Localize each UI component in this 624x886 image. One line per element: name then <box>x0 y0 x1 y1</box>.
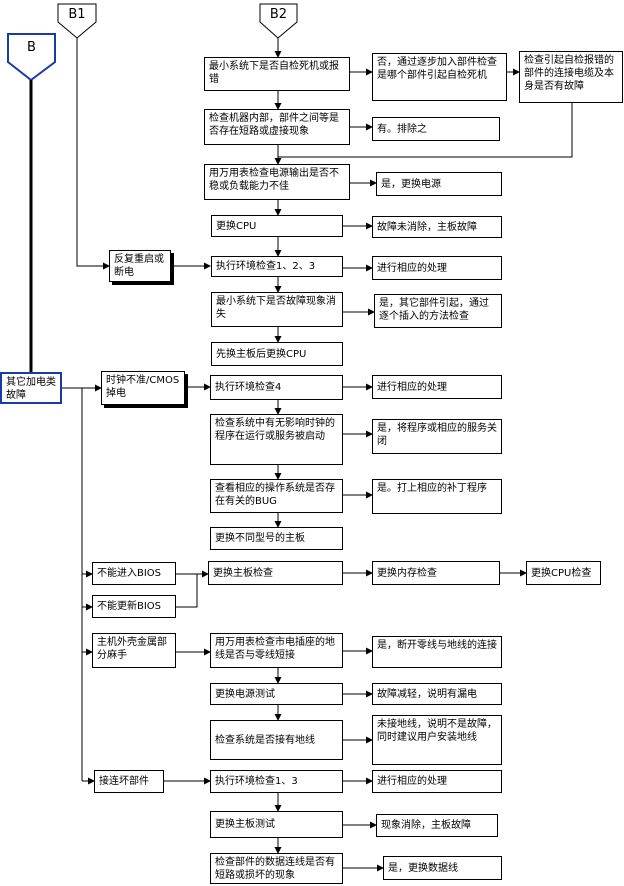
shock-psu-node: 更换电源测试 <box>210 683 343 705</box>
broken-cable-node: 检查部件的数据连线是否有短路或损坏的现象 <box>210 853 343 884</box>
replace-cpu-node: 更换CPU <box>211 215 343 237</box>
reboot-node: 反复重启或断电 <box>109 250 171 282</box>
reboot-min-result-node: 是，其它部件引起，通过逐个插入的方法检查 <box>374 294 502 328</box>
bios-replace-board-node: 更换主板检查 <box>208 561 343 585</box>
min-system-no-node: 否，通过逐步加入部件检查是哪个部件引起自检死机 <box>372 53 507 101</box>
clock-node: 时钟不准/CMOS掉电 <box>101 371 185 405</box>
connector-b2-label: B2 <box>269 7 288 22</box>
check-internal-yes-node: 有。排除之 <box>372 117 500 141</box>
broken-env-result-node: 进行相应的处理 <box>372 770 502 793</box>
shock-meter-node: 用万用表检查市电插座的地线是否与零线短接 <box>210 633 343 668</box>
clock-env-node: 执行环境检查4 <box>210 375 343 400</box>
bios-replace-cpu-node: 更换CPU检查 <box>526 561 601 585</box>
reboot-replace-node: 先换主板后更换CPU <box>211 342 343 366</box>
bios-replace-mem-node: 更换内存检查 <box>372 561 500 585</box>
broken-node: 接连坏部件 <box>94 770 164 793</box>
reboot-env-node: 执行环境检查1、2、3 <box>211 256 343 277</box>
reboot-min-node: 最小系统下是否故障现象消失 <box>211 292 343 327</box>
power-yes-node: 是，更换电源 <box>376 172 502 196</box>
shock-ground-result-node: 未接地线，说明不是故障，同时建议用户安装地线 <box>372 715 502 765</box>
broken-board-node: 更换主板测试 <box>210 811 343 838</box>
connector-b2-shape <box>259 3 298 39</box>
clock-program-result-node: 是，将程序或相应的服务关闭 <box>372 419 502 454</box>
connector-b1-label: B1 <box>68 7 86 22</box>
broken-board-result-node: 现象消除，主板故障 <box>376 814 498 837</box>
clock-bug-result-node: 是。打上相应的补丁程序 <box>372 479 502 514</box>
shock-meter-result-node: 是，断开零线与地线的连接 <box>372 636 502 668</box>
shock-psu-result-node: 故障减轻，说明有漏电 <box>372 683 502 705</box>
clock-bug-node: 查看相应的操作系统是否存在有关的BUG <box>210 479 343 513</box>
replace-cpu-result-node: 故障未消除，主板故障 <box>372 216 502 238</box>
connector-b-label: B <box>27 40 36 55</box>
bios-enter-node: 不能进入BIOS <box>92 562 176 585</box>
clock-replace-node: 更换不同型号的主板 <box>210 527 343 550</box>
check-internal-node: 检查机器内部，部件之间等是否存在短路或虚接现象 <box>204 109 350 145</box>
min-system-node: 最小系统下是否自检死机或报错 <box>204 57 350 91</box>
power-output-node: 用万用表检查电源输出是否不稳或负载能力不佳 <box>204 164 350 200</box>
broken-env-node: 执行环境检查1、3 <box>210 770 343 793</box>
shock-ground-node: 检查系统是否接有地线 <box>210 720 343 760</box>
clock-program-node: 检查系统中有无影响时钟的程序在运行或服务被启动 <box>210 414 343 465</box>
reboot-env-result-node: 进行相应的处理 <box>372 256 502 280</box>
broken-cable-result-node: 是，更换数据线 <box>383 856 502 880</box>
shock-node: 主机外壳金属部分麻手 <box>92 633 176 668</box>
connector-b-shape <box>7 33 56 82</box>
clock-env-result-node: 进行相应的处理 <box>372 375 502 399</box>
bios-update-node: 不能更新BIOS <box>92 595 176 618</box>
root-node: 其它加电类故障 <box>0 372 62 404</box>
check-cable-node: 检查引起自检报错的部件的连接电缆及本身是否有故障 <box>519 51 623 103</box>
connector-b1-shape <box>57 3 97 39</box>
